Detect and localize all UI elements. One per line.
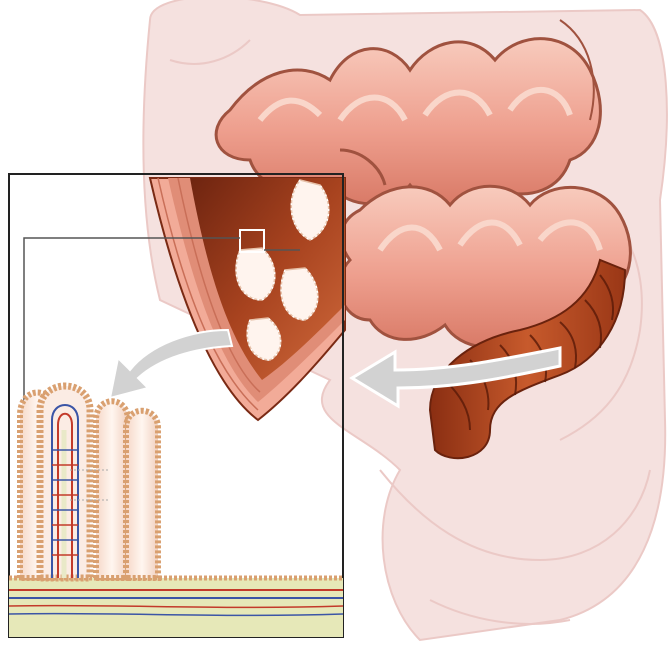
villus-cutaway bbox=[40, 386, 90, 578]
villus bbox=[126, 411, 158, 578]
